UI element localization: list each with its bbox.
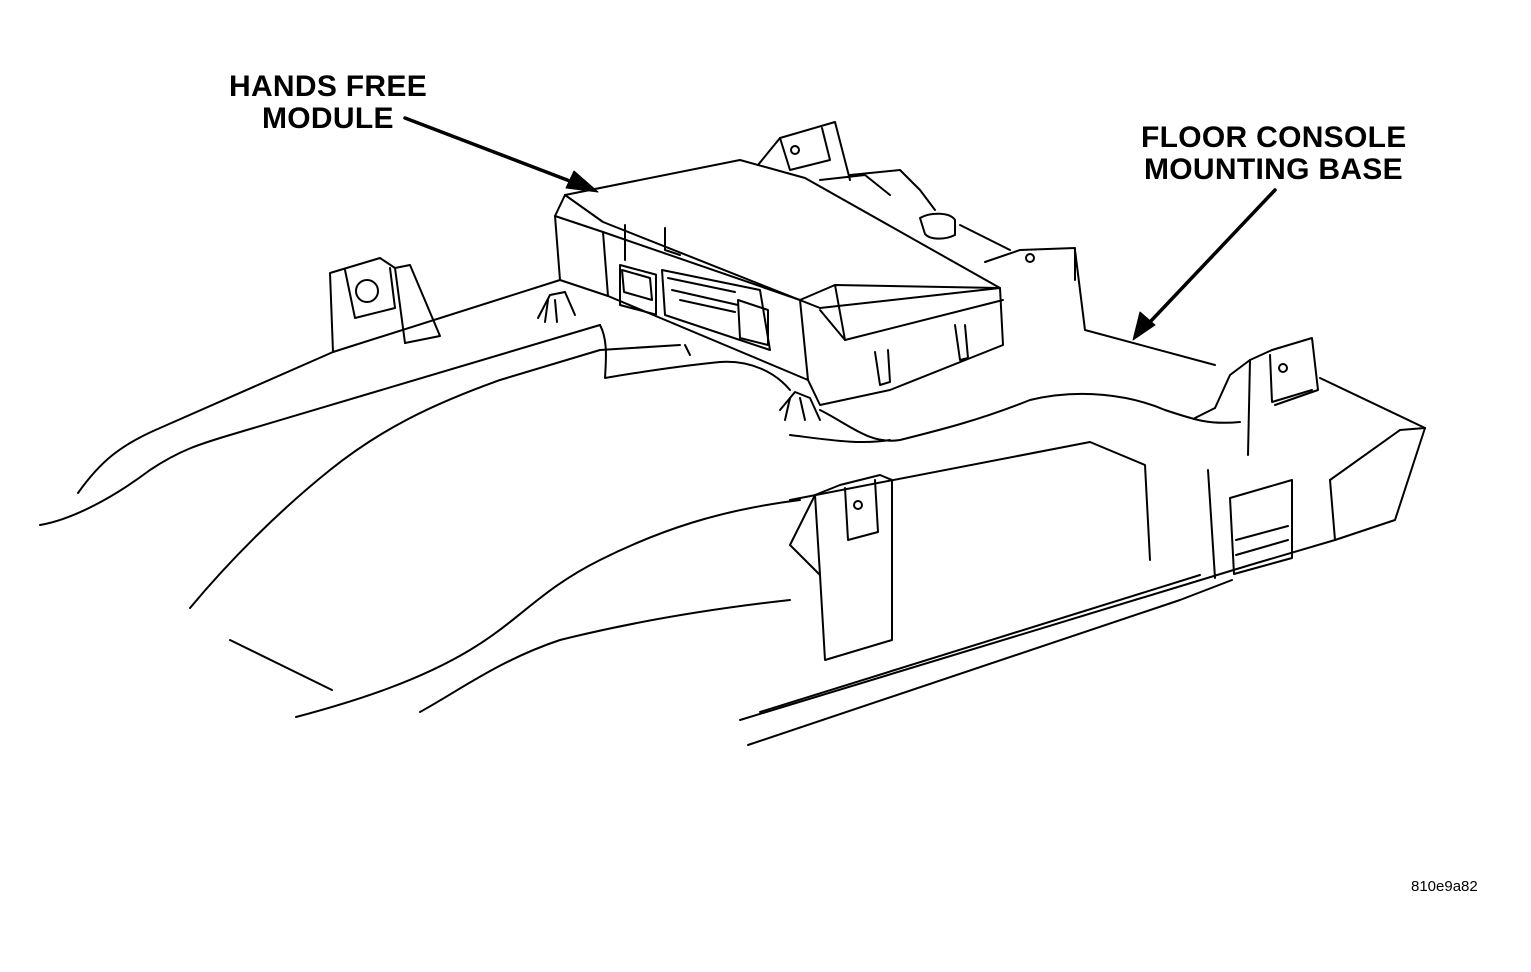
mounting-tab-rear <box>758 122 850 180</box>
hands-free-module-label-line-2: MODULE <box>262 102 394 135</box>
floor-console-arrowhead <box>1133 312 1155 340</box>
mounting-tab-right <box>1195 338 1318 455</box>
floor-console-label-line-2: MOUNTING BASE <box>1144 153 1403 186</box>
figure-code: 810e9a82 <box>1411 878 1478 895</box>
mounting-tab-front <box>790 475 892 660</box>
hands-free-module-box <box>538 160 1075 420</box>
mounting-tab-left <box>330 258 440 352</box>
floor-console-arrow <box>1150 190 1275 322</box>
floor-console-base <box>40 250 1425 745</box>
floor-console-label-line-1: FLOOR CONSOLE <box>1141 121 1407 154</box>
hands-free-module-arrow <box>405 118 575 183</box>
hands-free-module-arrowhead <box>566 171 598 192</box>
hands-free-module-label-line-1: HANDS FREE <box>229 70 428 103</box>
